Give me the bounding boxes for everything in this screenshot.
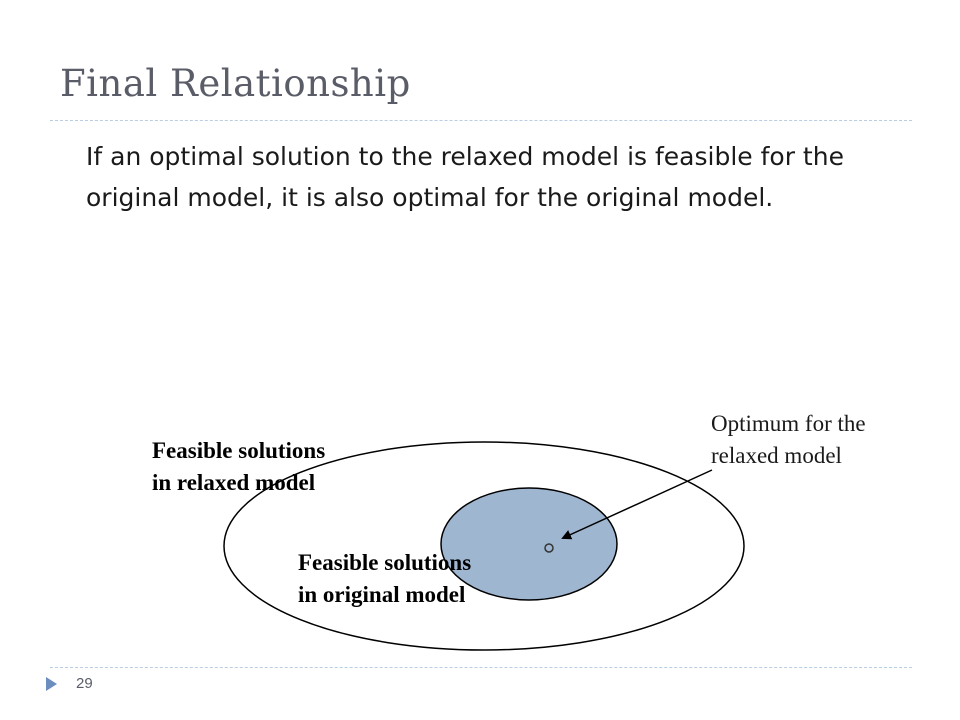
optimum-label: Optimum for the relaxed model bbox=[711, 408, 866, 472]
page-number: 29 bbox=[76, 675, 93, 692]
relaxed-model-label: Feasible solutions in relaxed model bbox=[152, 435, 325, 499]
original-model-region bbox=[440, 487, 618, 601]
optimum-arrow bbox=[561, 469, 713, 540]
optimum-point bbox=[544, 543, 554, 553]
slide-title: Final Relationship bbox=[60, 62, 411, 105]
original-model-label-line1: Feasible solutions bbox=[298, 550, 472, 575]
original-model-label: Feasible solutions in original model bbox=[298, 547, 471, 611]
footer-divider bbox=[50, 667, 912, 668]
body-text: If an optimal solution to the relaxed mo… bbox=[86, 142, 844, 212]
original-model-label-line2: in original model bbox=[298, 582, 466, 607]
title-divider bbox=[50, 120, 912, 121]
triangle-marker-icon bbox=[46, 677, 57, 691]
optimum-label-line2: relaxed model bbox=[711, 443, 842, 468]
optimum-label-line1: Optimum for the bbox=[711, 411, 866, 436]
relaxed-model-region bbox=[223, 441, 745, 651]
relaxed-model-label-line2: in relaxed model bbox=[152, 470, 316, 495]
relaxed-model-label-line1: Feasible solutions bbox=[152, 438, 326, 463]
